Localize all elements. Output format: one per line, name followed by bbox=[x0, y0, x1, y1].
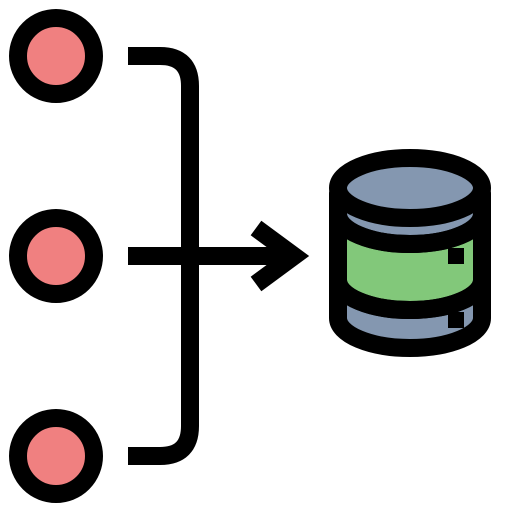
database-separator-lower bbox=[329, 279, 491, 319]
arrow-head-icon bbox=[250, 220, 310, 292]
source-node-top-icon bbox=[9, 9, 103, 103]
database-separator-upper bbox=[329, 213, 491, 253]
database-indicator-bottom bbox=[448, 312, 464, 328]
source-node-bottom-icon bbox=[9, 409, 103, 503]
database-icon bbox=[329, 149, 491, 357]
database-top-ellipse bbox=[329, 149, 491, 227]
database-indicator-middle bbox=[448, 248, 464, 264]
source-node-middle-icon bbox=[9, 209, 103, 303]
